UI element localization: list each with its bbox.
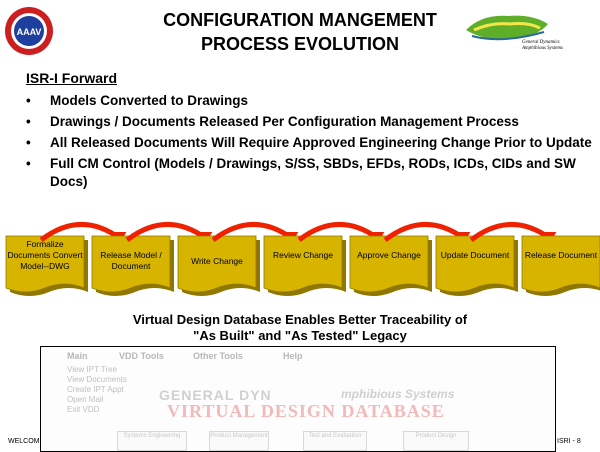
bullet-glyph: • bbox=[26, 114, 31, 129]
process-box bbox=[263, 235, 343, 293]
logo-caption: General Dynamics Amphibious Systems bbox=[522, 40, 563, 52]
process-arrow bbox=[469, 222, 551, 242]
submenu-item: Open Mail bbox=[67, 395, 104, 404]
bullet-item: • Full CM Control (Models / Drawings, S/S… bbox=[26, 155, 596, 191]
bullet-text: Models Converted to Drawings bbox=[50, 93, 249, 108]
process-arrow bbox=[211, 222, 293, 242]
process-step-label: Update Document bbox=[440, 250, 510, 260]
menu-main: Main bbox=[67, 351, 88, 361]
vdd-screenshot: Main VDD Tools Other Tools Help View IPT… bbox=[40, 346, 556, 452]
logo-caption-line-1: General Dynamics bbox=[522, 40, 560, 45]
process-arrow bbox=[39, 222, 121, 242]
vdd-statement-line-2: "As Built" and "As Tested" Legacy bbox=[193, 328, 407, 343]
gd-amphibious-logo bbox=[466, 15, 548, 41]
bullet-glyph: • bbox=[26, 135, 31, 150]
process-step-label: Write Change bbox=[191, 255, 243, 266]
process-step-label: Review Change bbox=[272, 250, 333, 260]
thumbnail: Product Design bbox=[403, 431, 469, 451]
process-arrow bbox=[297, 222, 379, 242]
menu-vdd-tools: VDD Tools bbox=[119, 351, 164, 361]
process-step-label: Formalize Documents Convert Model--DWG bbox=[7, 239, 83, 271]
screenshot-brand: GENERAL DYN bbox=[159, 387, 272, 403]
process-box bbox=[349, 235, 429, 293]
submenu-item: View IPT Tree bbox=[67, 365, 117, 374]
vdd-statement: Virtual Design Database Enables Better T… bbox=[0, 312, 600, 344]
section-heading: ISR-I Forward bbox=[26, 70, 118, 86]
process-box bbox=[521, 235, 600, 293]
process-step-label: Release Model / Document bbox=[100, 250, 162, 271]
process-box bbox=[91, 235, 171, 293]
vdd-statement-line-1: Virtual Design Database Enables Better T… bbox=[132, 312, 468, 327]
footer-left: WELCOM bbox=[8, 438, 40, 445]
aaav-seal-logo: AAAV bbox=[5, 7, 53, 55]
submenu-item: Create IPT Appt bbox=[67, 385, 124, 394]
process-arrow bbox=[125, 222, 207, 242]
vdd-banner: VIRTUAL DESIGN DATABASE bbox=[167, 401, 445, 421]
bullet-text: Full CM Control (Models / Drawings, S/SS… bbox=[50, 156, 576, 189]
process-box bbox=[177, 235, 257, 293]
aaav-logo-text: AAAV bbox=[17, 27, 42, 37]
title-line-2: PROCESS EVOLUTION bbox=[200, 34, 400, 54]
thumbnail: Systems Engineering bbox=[117, 431, 187, 451]
process-flow: Formalize Documents Convert Model--DWG Re… bbox=[0, 212, 600, 308]
title-line-1: CONFIGURATION MANGEMENT bbox=[163, 10, 437, 30]
bullet-glyph: • bbox=[26, 93, 31, 108]
process-flow-graphics bbox=[5, 222, 600, 296]
bullet-text: Drawings / Documents Released Per Config… bbox=[50, 114, 519, 129]
logo-caption-line-2: Amphibious Systems bbox=[522, 46, 563, 51]
submenu-item: Exit VDD bbox=[67, 405, 100, 414]
bullet-list: • Models Converted to Drawings • Drawings … bbox=[26, 92, 596, 194]
thumbnail: Product Management bbox=[209, 431, 269, 451]
bullet-item: • Models Converted to Drawings bbox=[26, 92, 596, 110]
screenshot-brand-suffix: mphibious Systems bbox=[341, 387, 455, 401]
footer-right: ISRI - 8 bbox=[557, 438, 581, 445]
bullet-glyph: • bbox=[26, 156, 31, 171]
thumbnail: Test and Evaluation bbox=[303, 431, 367, 451]
menu-other-tools: Other Tools bbox=[193, 351, 243, 361]
submenu-item: View Documents bbox=[67, 375, 127, 384]
page-title: CONFIGURATION MANGEMENT PROCESS EVOLUTIO… bbox=[0, 8, 600, 56]
main-submenu: View IPT Tree View Documents Create IPT … bbox=[67, 365, 127, 415]
process-box bbox=[5, 235, 85, 293]
process-box bbox=[435, 235, 515, 293]
menu-help: Help bbox=[283, 351, 303, 361]
bullet-item: • All Released Documents Will Require App… bbox=[26, 134, 596, 152]
process-step-label: Release Document bbox=[524, 250, 598, 260]
bullet-item: • Drawings / Documents Released Per Confi… bbox=[26, 113, 596, 131]
process-arrow bbox=[383, 222, 465, 242]
process-step-label: Approve Change bbox=[357, 250, 421, 260]
bullet-text: All Released Documents Will Require Appr… bbox=[50, 135, 592, 150]
